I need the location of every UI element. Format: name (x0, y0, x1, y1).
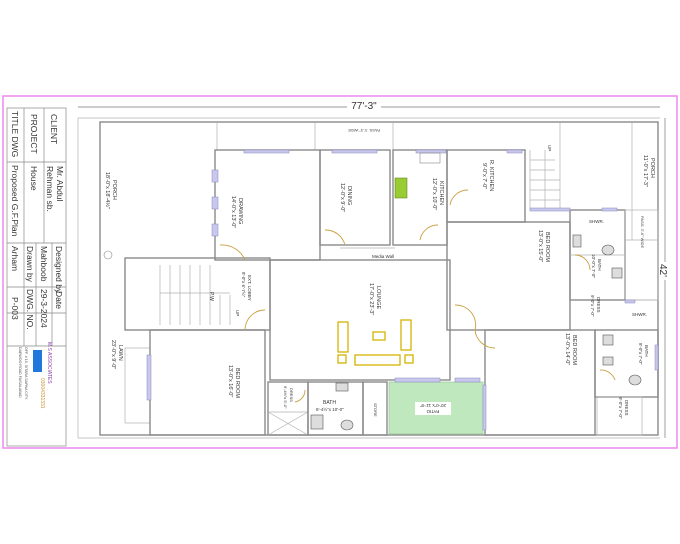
kitchen-size: 12'-0"x 10'-0" (431, 178, 437, 210)
pw-label: P.W (208, 292, 214, 301)
firm-logo-icon (33, 350, 42, 372)
room-labels: PORCH 18'-0"x 18'-4½" DRAWING 14'-0"x 13… (104, 128, 655, 419)
client-value-1: Mr. Abdul (55, 166, 65, 202)
patio-size: 20'-0"x 11'-9" (420, 403, 446, 408)
date-label: Date (54, 291, 64, 309)
up-right-label: UP (547, 145, 552, 151)
drawing-size: 14'-0"x 13'-0" (230, 196, 236, 228)
patio-name: PATIO (426, 409, 439, 414)
bath-top-right-size: 10'-0"x 7'-0" (591, 254, 596, 278)
title-value: Proposed G.F.Plan (10, 165, 20, 237)
firm-name: M.S ASSOCIATES (46, 342, 52, 384)
ext-lobby-name: EXT. LOBBY (247, 275, 252, 301)
sheet-frame (2, 95, 678, 449)
store-label: STORE (373, 403, 378, 417)
ext-lobby-size: 8'-0"x 6'-7½" (241, 272, 247, 298)
width-dimension: 77'-3" (351, 101, 377, 112)
designed-by-label: Designed by (54, 246, 64, 294)
doors (219, 189, 616, 403)
firm-phone: 03004331331 (39, 378, 45, 409)
bedroom-bottom-right-name: BED ROOM (571, 335, 577, 365)
lawn-size: 23'-0"x 9'-0" (110, 340, 116, 369)
dwg-no-label: DWG. NO. (25, 289, 35, 330)
shwr-right-label: SHWR. (632, 312, 647, 317)
dining-size: 12'-0"x 9'-0" (339, 183, 345, 212)
firm-address-1: OFF. # 10, SITARA SAPNA CITY (24, 347, 28, 400)
title-block: CLIENT PROJECT TITLE DWG Mr. Abdul Rehma… (6, 107, 67, 447)
dining-name: DINING (346, 186, 352, 205)
lawn-name: LAWN (117, 345, 123, 361)
project-label: PROJECT (29, 114, 39, 154)
porch-right-name: PORCH (649, 158, 655, 178)
bedroom-top-right-size: 13'-0"x 15'-0" (537, 230, 543, 262)
bedroom-top-right-name: BED ROOM (544, 232, 550, 262)
bedroom-bottom-left-size: 13'-0"x 16'-0" (227, 365, 233, 397)
bath-bottom-right-name: BATH (644, 345, 649, 357)
dress-top-right-name: DRESS (596, 297, 601, 313)
media-wall-label: Media Wall (372, 254, 394, 259)
lounge-size: 17'-0"x 23'-3" (368, 283, 374, 315)
column-icon (103, 250, 113, 260)
drawing-name: DRAWING (237, 198, 243, 224)
bedroom-bottom-left-name: BED ROOM (234, 368, 240, 398)
bath-fixtures (310, 234, 642, 431)
dress-bottom-left-name: DRESS (289, 388, 294, 402)
lounge-name: LOUNGE (375, 286, 381, 310)
date-value: 29-3-2024 (39, 289, 49, 328)
porch-left-size: 18'-0"x 18'-4½" (104, 172, 111, 209)
depth-dimension: 42' (657, 264, 668, 277)
bath-bottom-left-name: BATH (323, 400, 336, 406)
dress-bottom-left-size: 6'-4½"x 5'-0" (283, 386, 288, 409)
windows (146, 149, 659, 431)
pass-right-label: PASS. 3'-6" WIDE (640, 216, 645, 248)
dress-top-right-size: 9'-0"x 7'-0" (590, 295, 595, 317)
bath-top-right-name: BATH (597, 259, 602, 271)
r-kitchen-name: R. KITCHEN (488, 160, 494, 191)
dress-bottom-right-size: 9'-0"x 7'-0" (618, 397, 623, 419)
title-label: TITLE DWG (10, 111, 20, 157)
sink-icon (419, 152, 441, 164)
lounge-furniture (337, 319, 414, 366)
drawn-by-label: Drawn by (25, 246, 35, 283)
up-left-label: UP (235, 310, 240, 316)
drawn-by-value: Arham (10, 246, 20, 271)
shwr-top-label: SHWR. (589, 219, 604, 224)
project-value: House (29, 166, 39, 191)
designed-by-value: Mahboob (39, 246, 49, 282)
porch-left-name: PORCH (111, 180, 117, 200)
client-label: CLIENT (49, 114, 59, 144)
r-kitchen-size: 9'-0"x 7'-0" (481, 163, 487, 189)
walls (77, 118, 660, 439)
kitchen-name: KITCHEN (438, 181, 444, 205)
bath-bottom-left-size: 6'-4½"x 10'-0" (316, 406, 344, 412)
bath-bottom-right-size: 8'-0"x 7'-0" (638, 343, 643, 365)
firm-address-2: DAEWOO ROAD FAISALABAD (18, 347, 22, 398)
pass-top-label: PASS. 3'-3" WIDE (348, 128, 380, 133)
dwg-no-value: P-003 (10, 297, 20, 320)
porch-right-size: 11'-0"x 17'-3" (642, 155, 648, 187)
client-value-2: Rehman sb. (45, 166, 55, 212)
dimensions: 77'-3" 42' (78, 100, 672, 438)
stove-icon (394, 177, 408, 199)
bedroom-bottom-right-size: 13'-0"x 14'-0" (564, 333, 570, 365)
dress-bottom-right-name: DRESS (624, 400, 629, 416)
